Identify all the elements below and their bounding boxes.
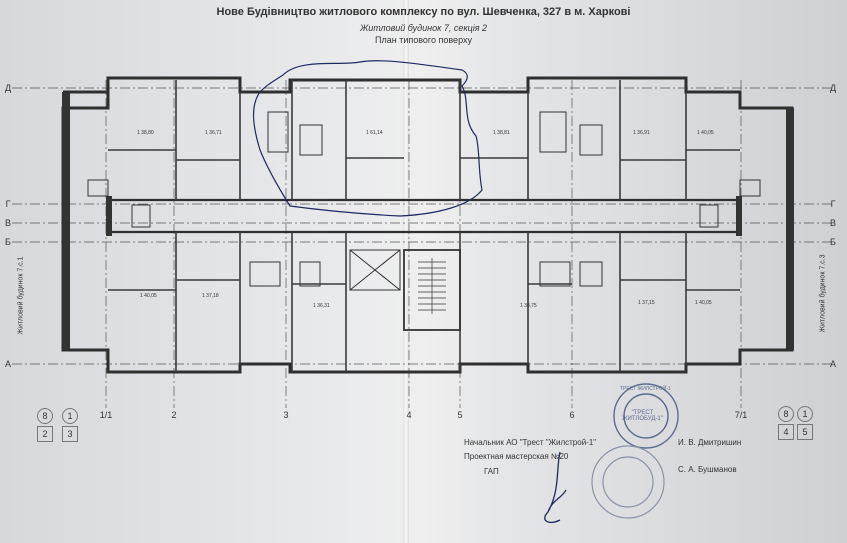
axis-label-d-right: Д [829,83,837,93]
marker-right-4: 4 [778,424,794,440]
axis-label-6: 6 [569,410,575,420]
axis-label-a-right: А [829,359,836,369]
axis-label-3: 3 [283,410,289,420]
marker-left-8: 8 [37,408,53,424]
apartment-label: 1 40,05 [695,300,712,306]
axis-label-v-right: В [829,218,836,228]
columns [62,92,794,350]
apartment-label: 1 37,15 [638,300,655,306]
outer-walls [61,76,794,374]
side-label-right: Житловий будинок 7.с.3 [819,254,827,333]
side-label-left: Житловий будинок 7.с.1 [17,256,25,335]
axis-label-2: 2 [171,410,177,420]
marker-right-1: 1 [797,406,813,422]
marker-left-2: 2 [37,426,53,442]
signature-org-title: Начальник АО "Трест "Жилстрой-1" [464,438,597,447]
apartment-label: 1 40,05 [140,293,157,299]
apartment-label: 1 36,71 [205,130,222,136]
axis-label-a-left: А [4,359,11,369]
pen-outline [252,60,483,217]
signature-workshop: Проектная мастерская №20 [464,452,569,461]
axis-label-g-left: Г [5,199,11,209]
outer-wall-outline [61,76,794,374]
apartment-label: 1 38,75 [520,303,537,309]
stamp-ring-text: ТРЕСТ ЖИЛСТРОЙ-1 [620,386,671,392]
apartment-label: 1 61,14 [366,130,383,136]
marker-left-3: 3 [62,426,78,442]
axis-label-5: 5 [457,410,463,420]
signature-strokes [544,451,567,524]
apartment-label: 1 38,81 [493,130,510,136]
axis-label-b-right: Б [830,237,836,247]
marker-right-8: 8 [778,406,794,422]
apartment-label: 1 38,80 [137,130,154,136]
apartment-label: 1 37,18 [202,293,219,299]
partitions-top [108,80,740,200]
marker-left-1: 1 [62,408,78,424]
apartment-label: 1 36,91 [633,130,650,136]
corridor-walls [108,198,742,234]
drawing-title: Нове Будівництво житлового комплексу по … [216,6,631,18]
axis-label-b-left: Б [5,237,11,247]
apartment-label: 1 36,31 [313,303,330,309]
stamp-secondary [591,445,665,519]
signature-gap-name: С. А. Бушманов [678,465,737,474]
marker-right-5: 5 [797,424,813,440]
axis-label-4: 4 [406,410,412,420]
stamp-main [613,383,679,449]
axis-label-d-left: Д [4,83,12,93]
axis-label-v-left: В [4,218,11,228]
elevator-shaft [349,249,401,291]
axis-label-7-1: 7/1 [734,410,748,420]
paper-fold [403,0,409,543]
axis-label-g-right: Г [830,199,836,209]
signature-gap-title: ГАП [484,467,499,476]
apartment-label: 1 40,05 [697,130,714,136]
vertical-axis-lines [105,80,742,408]
stair-core [349,249,461,331]
axis-label-1-1: 1/1 [99,410,113,420]
bathrooms [87,111,761,287]
signature-org-name: И. В. Дмитришин [678,438,742,447]
drawing-caption: План типового поверху [375,35,472,45]
stamp-center-text: "ТРЕСТ ЖИТЛОБУД-1" [622,410,663,422]
drawing-subtitle: Житловий будинок 7, секція 2 [359,23,488,33]
stair-treads [418,258,446,314]
